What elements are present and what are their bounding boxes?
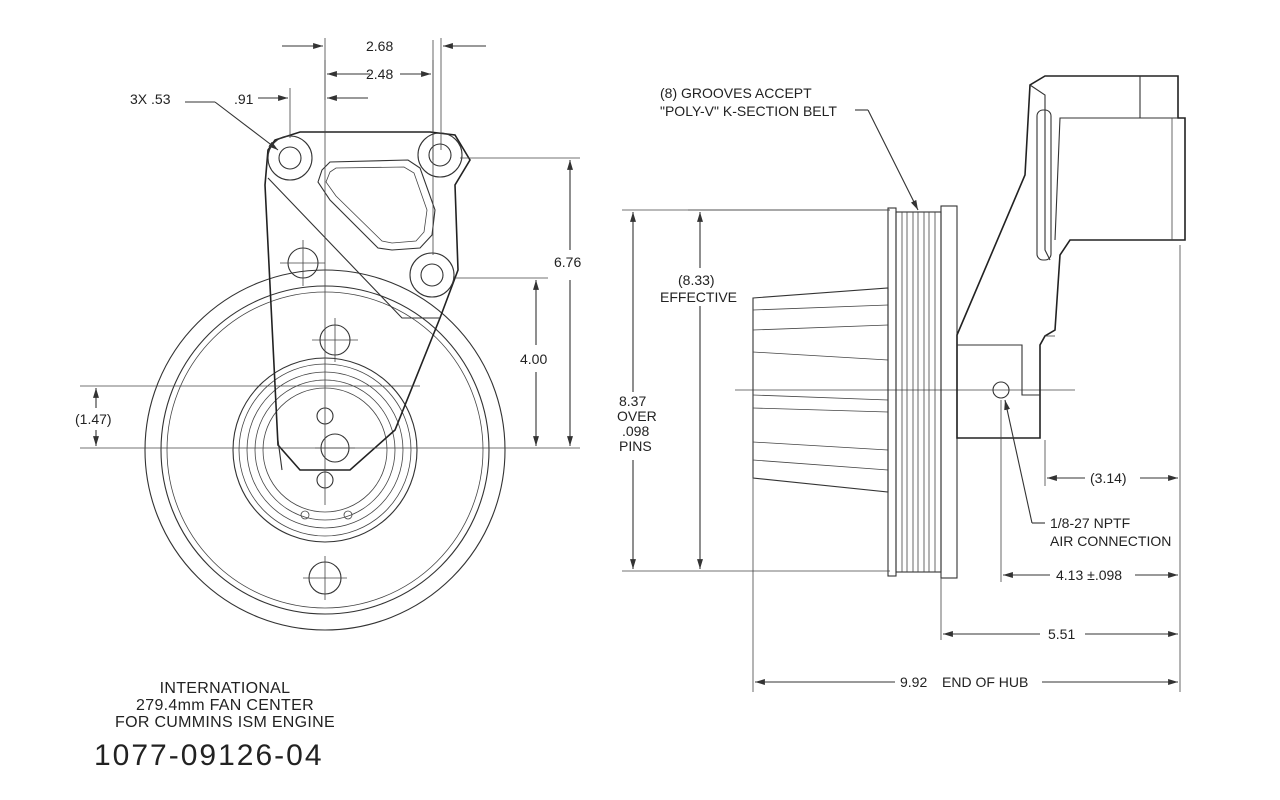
dim-over-pins-l1: OVER: [617, 408, 657, 424]
dim-height-top: 6.76: [554, 254, 581, 270]
front-view: [80, 38, 580, 631]
air-note-line1: 1/8-27 NPTF: [1050, 515, 1130, 531]
dim-offset: (1.47): [75, 411, 112, 427]
title-line3: FOR CUMMINS ISM ENGINE: [115, 714, 335, 731]
dim-over-pins-l3: PINS: [619, 438, 652, 454]
part-number: 1077-09126-04: [94, 739, 324, 772]
air-note-line2: AIR CONNECTION: [1050, 533, 1171, 549]
groove-note-line1: (8) GROOVES ACCEPT: [660, 85, 812, 101]
dim-air-offset: (3.14): [1090, 470, 1127, 486]
dim-hub-value: 9.92: [900, 674, 927, 690]
dim-effective-value: (8.33): [678, 272, 715, 288]
dim-height-mid: 4.00: [520, 351, 547, 367]
title-block: INTERNATIONAL 279.4mm FAN CENTER FOR CUM…: [60, 680, 390, 773]
dim-hole-spacing: .91: [234, 91, 254, 107]
dim-hub-label: END OF HUB: [942, 674, 1028, 690]
dim-width-outer: 2.68: [366, 38, 393, 54]
dim-over-pins-l2: .098: [622, 423, 649, 439]
title-line1: INTERNATIONAL: [159, 680, 291, 697]
dim-pulley-to-end: 5.51: [1048, 626, 1075, 642]
dim-effective-label: EFFECTIVE: [660, 289, 737, 305]
pulley-grooves: [901, 212, 936, 572]
dim-width-inner: 2.48: [366, 66, 393, 82]
dim-holes: 3X .53: [130, 91, 171, 107]
dim-over-pins-value: 8.37: [619, 393, 646, 409]
title-line2: 279.4mm FAN CENTER: [136, 697, 314, 714]
groove-note-line2: "POLY-V" K-SECTION BELT: [660, 103, 837, 119]
dim-air-to-end: 4.13 ±.098: [1056, 567, 1122, 583]
side-view: [622, 75, 1186, 692]
